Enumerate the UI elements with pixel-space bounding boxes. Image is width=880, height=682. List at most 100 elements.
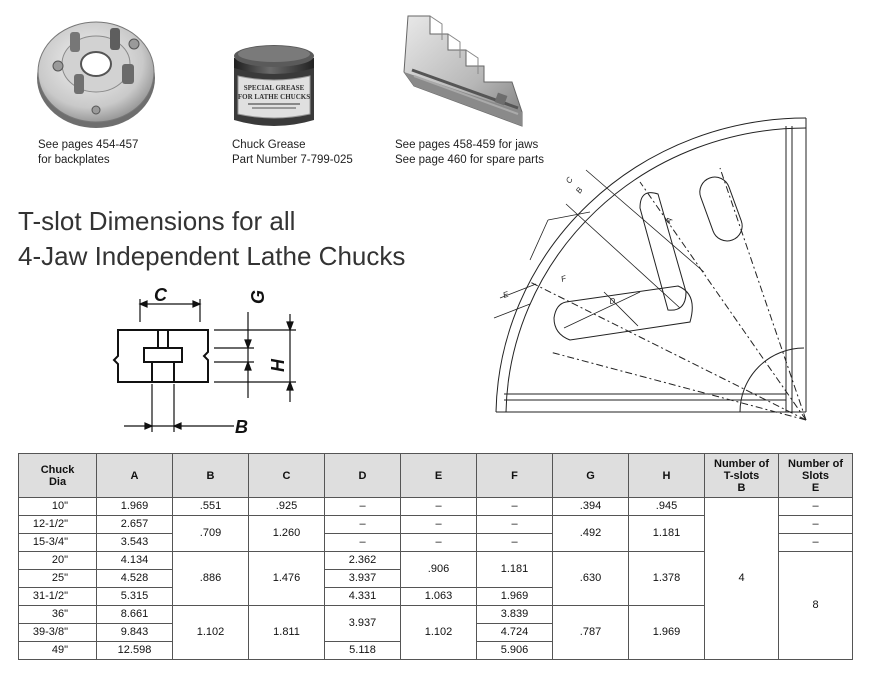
cell-b: .886 <box>172 551 249 606</box>
cell-g: .394 <box>552 497 629 516</box>
dim-label-a: A <box>664 216 675 226</box>
cell-e: – <box>400 533 477 552</box>
header-b: B <box>172 453 249 498</box>
chuck-face-diagram: A C B D E F <box>493 117 807 421</box>
cell-e: 1.063 <box>400 587 477 606</box>
dim-label-b-face: B <box>574 185 585 195</box>
cell-slots: – <box>778 497 853 516</box>
cell-g: .630 <box>552 551 629 606</box>
header-line: Dia <box>48 475 67 488</box>
cell-b: .709 <box>172 515 249 552</box>
table-row: 20" 4.134 .886 1.476 2.362 .906 1.181 .6… <box>18 551 853 660</box>
cell-tslots: 4 <box>704 497 779 660</box>
cell-dia: 10" <box>18 497 97 516</box>
header-f: F <box>476 453 553 498</box>
header-line: E <box>811 481 820 494</box>
cell-f: 3.839 <box>476 605 553 624</box>
page-title-line: 4-Jaw Independent Lathe Chucks <box>18 241 406 271</box>
cell-d: – <box>324 497 401 516</box>
header-c: C <box>248 453 325 498</box>
header-g: G <box>552 453 629 498</box>
header-d: D <box>324 453 401 498</box>
table-row: 10" 1.969 .551 .925 – – – .394 .945 4 – <box>18 497 853 660</box>
table-row: 39-3/8" 9.843 4.724 <box>18 623 853 642</box>
cell-e: .906 <box>400 551 477 588</box>
cell-a: 12.598 <box>96 641 173 660</box>
header-line: B <box>737 481 746 494</box>
cell-a: 5.315 <box>96 587 173 606</box>
cell-slots: – <box>778 533 853 552</box>
caption-line: Chuck Grease <box>232 139 306 151</box>
header-line: Number of <box>714 457 769 470</box>
cell-a: 9.843 <box>96 623 173 642</box>
tslot-section-diagram: C B G <box>112 285 264 437</box>
cell-d: 2.362 <box>324 551 401 570</box>
cell-h: .945 <box>628 497 705 516</box>
cell-g: .492 <box>552 515 629 552</box>
dim-label-d: D <box>609 296 616 306</box>
cell-d: 5.118 <box>324 641 401 660</box>
caption-line: See page 460 for spare parts <box>395 154 544 166</box>
cell-dia: 36" <box>18 605 97 624</box>
header-h: H <box>628 453 705 498</box>
dim-label-g: G <box>248 290 264 304</box>
cell-d: – <box>324 533 401 552</box>
chuck-grease-photo: SPECIAL GREASE FOR LATHE CHUCKS <box>234 45 314 126</box>
cell-a: 8.661 <box>96 605 173 624</box>
grease-jar-label: SPECIAL GREASE <box>244 84 305 92</box>
grease-jar-label: FOR LATHE CHUCKS <box>238 93 310 101</box>
tslot-height-dimension: H <box>264 314 296 402</box>
header-a: A <box>96 453 173 498</box>
cell-h: 1.378 <box>628 551 705 606</box>
backplate-photo <box>37 21 155 128</box>
dim-label-c-face: C <box>564 175 575 185</box>
cell-f: – <box>476 533 553 552</box>
header-line: T-slots <box>723 469 760 482</box>
cell-h: 1.969 <box>628 605 705 660</box>
cell-dia: 15-3/4" <box>18 533 97 552</box>
header-line: Chuck <box>40 463 75 476</box>
caption-line: Part Number 7-799-025 <box>232 154 353 166</box>
cell-slots: 8 <box>778 551 853 660</box>
cell-dia: 49" <box>18 641 97 660</box>
page-title: T-slot Dimensions for all 4-Jaw Independ… <box>18 204 405 274</box>
grease-caption: Chuck Grease Part Number 7-799-025 <box>232 138 353 168</box>
dim-label-b: B <box>235 417 248 437</box>
cell-d: 3.937 <box>324 605 401 642</box>
cell-dia: 31-1/2" <box>18 587 97 606</box>
cell-f: 1.969 <box>476 587 553 606</box>
cell-h: 1.181 <box>628 515 705 552</box>
table-row: 36" 8.661 1.102 1.811 3.937 1.102 3.839 … <box>18 605 853 660</box>
cell-a: 1.969 <box>96 497 173 516</box>
cell-c: 1.811 <box>248 605 325 660</box>
cell-c: 1.260 <box>248 515 325 552</box>
cell-g: .787 <box>552 605 629 660</box>
caption-line: See pages 454-457 <box>38 139 139 151</box>
cell-b: .551 <box>172 497 249 516</box>
cell-e: 1.102 <box>400 605 477 660</box>
cell-dia: 39-3/8" <box>18 623 97 642</box>
cell-d: – <box>324 515 401 534</box>
header-line: Number of <box>788 457 843 470</box>
cell-b: 1.102 <box>172 605 249 660</box>
cell-f: 5.906 <box>476 641 553 660</box>
cell-a: 2.657 <box>96 515 173 534</box>
cell-dia: 12-1/2" <box>18 515 97 534</box>
caption-line: for backplates <box>38 154 110 166</box>
cell-dia: 25" <box>18 569 97 588</box>
dim-label-f: F <box>560 273 568 283</box>
dim-label-c: C <box>154 285 168 305</box>
cell-e: – <box>400 515 477 534</box>
cell-slots: – <box>778 515 853 534</box>
chuck-jaw-photo <box>403 15 523 127</box>
cell-f: – <box>476 497 553 516</box>
caption-line: See pages 458-459 for jaws <box>395 139 539 151</box>
cell-d: 3.937 <box>324 569 401 588</box>
table-row: 25" 4.528 3.937 <box>18 569 853 588</box>
cell-d: 4.331 <box>324 587 401 606</box>
cell-c: 1.476 <box>248 551 325 606</box>
